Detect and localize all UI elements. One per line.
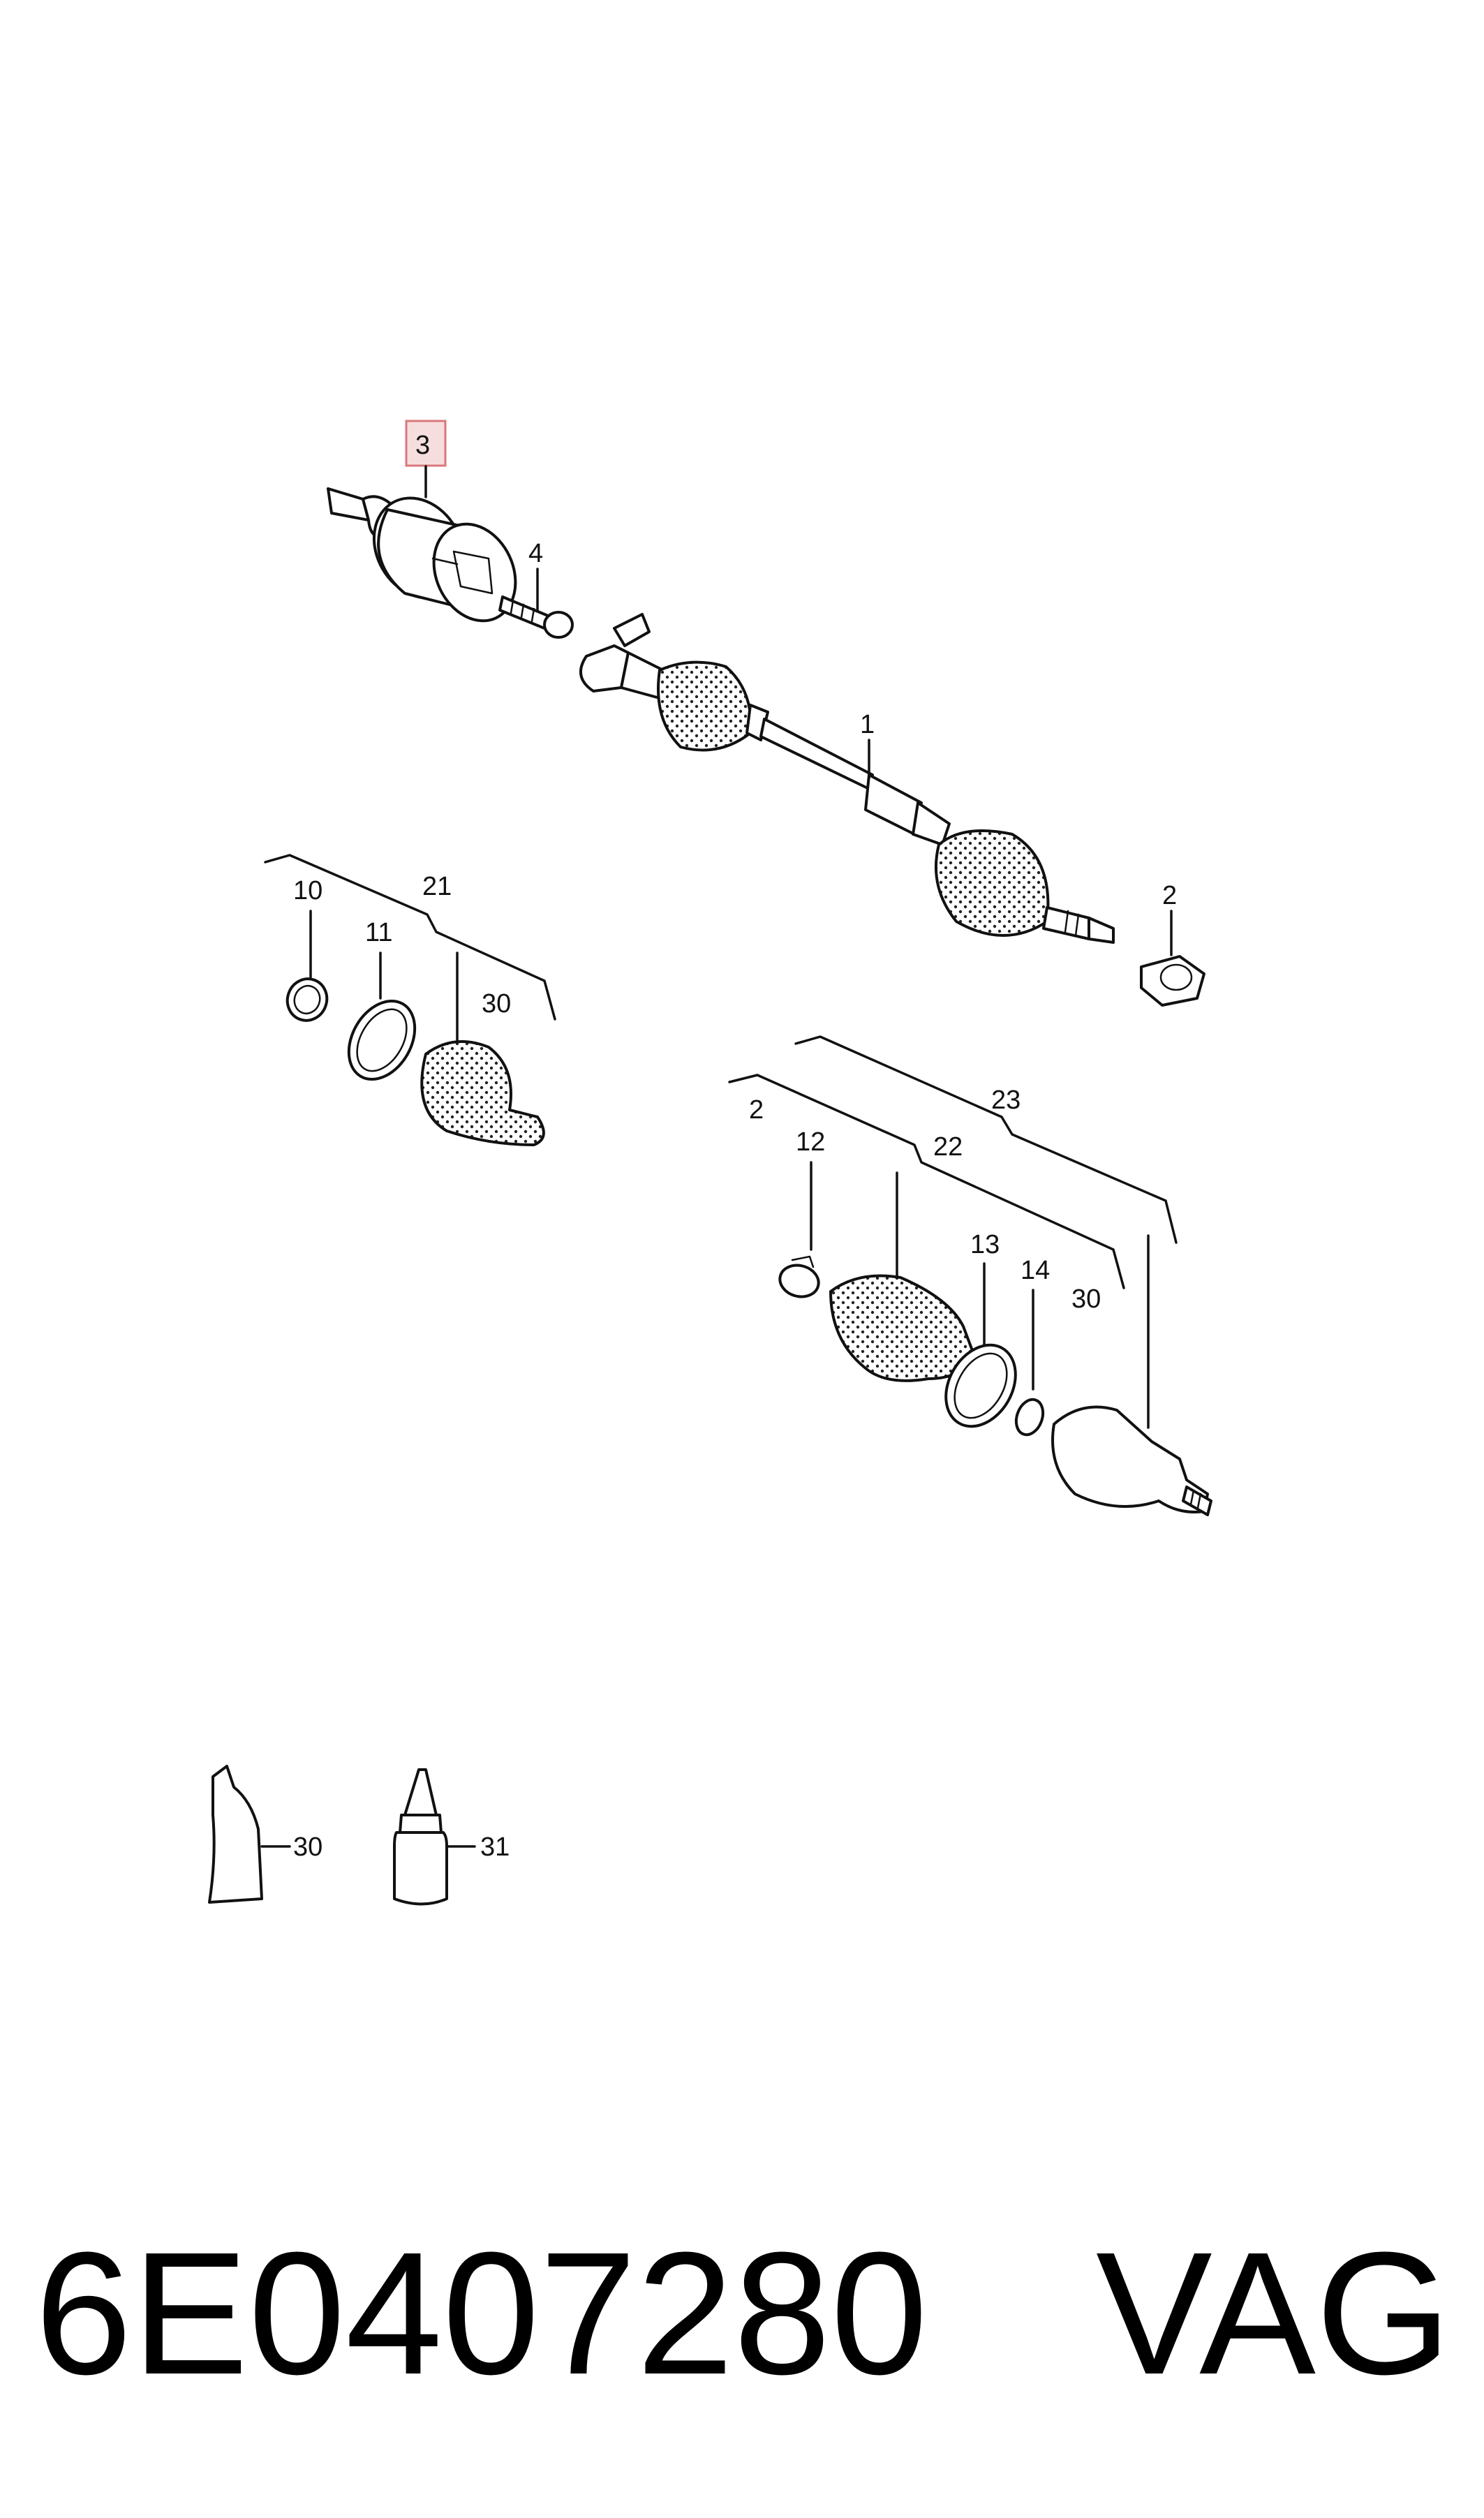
clamp-ring-part-13: [944, 1343, 1017, 1428]
label-part-1: 1: [860, 710, 875, 739]
label-part-30-left: 30: [482, 989, 511, 1019]
brand-name: VAG: [1096, 2216, 1451, 2410]
kit-bracket-21: [264, 854, 556, 1021]
clip-part-12: [778, 1255, 820, 1298]
drive-shaft-part-1: [579, 613, 1115, 944]
label-part-30-bottom: 30: [293, 1832, 322, 1862]
cv-joint-housing-part-3: [327, 487, 517, 623]
nut-part-2: [1140, 955, 1205, 1007]
sealant-bottle-part-31: [393, 1768, 448, 1906]
label-part-23: 23: [991, 1086, 1021, 1115]
boot-part-30-right: [829, 1274, 975, 1382]
label-part-10: 10: [293, 876, 322, 905]
label-part-3: 3: [415, 431, 430, 460]
label-part-21: 21: [422, 872, 452, 901]
label-part-22: 22: [933, 1132, 963, 1162]
bolt-part-4: [498, 595, 574, 639]
clamp-ring-part-11: [347, 999, 417, 1081]
label-part-13: 13: [970, 1230, 1000, 1259]
label-part-30-right: 30: [1071, 1284, 1101, 1314]
circlip-part-10: [285, 977, 329, 1022]
label-part-11: 11: [365, 918, 392, 947]
grease-tube-part-30: [208, 1765, 263, 1904]
label-part-4: 4: [528, 539, 543, 568]
boot-shaft-part-23: [1051, 1405, 1212, 1516]
part-number: 6E0407280: [35, 2216, 928, 2410]
part-3-highlight-box: [405, 420, 447, 467]
label-part-31: 31: [480, 1832, 510, 1862]
label-part-14: 14: [1021, 1256, 1050, 1285]
kit-bracket-22: [728, 1074, 1125, 1289]
kit-bracket-23: [794, 1035, 1178, 1244]
label-part-2-top: 2: [1162, 881, 1177, 910]
boot-part-30-left: [420, 1040, 545, 1146]
label-part-2-bottom: 2: [749, 1095, 764, 1125]
label-part-12: 12: [796, 1127, 825, 1157]
circlip-part-14: [1014, 1398, 1045, 1437]
